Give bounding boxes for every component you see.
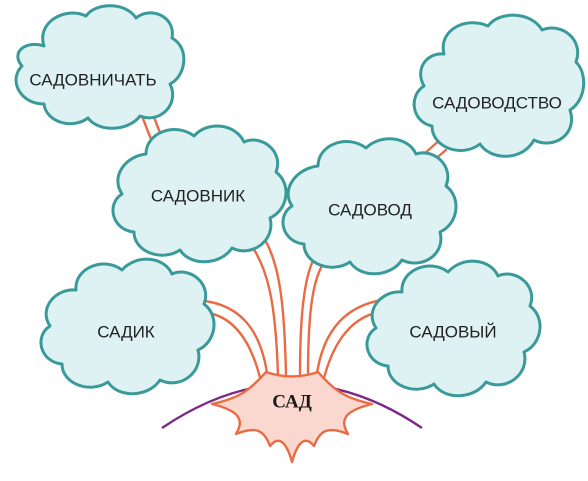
root-label: САД [272,392,312,413]
cloud-sadovodstvo: САДОВОДСТВО [412,13,586,158]
cloud-sadovod: САДОВОД [281,137,458,276]
root-shape [210,370,374,464]
cloud-label: САДОВНИЧАТЬ [29,71,156,90]
cloud-sadik: САДИК [39,257,216,396]
cloud-sadovnik: САДОВНИК [111,124,288,264]
cloud-label: САДОВЫЙ [409,323,496,342]
cloud-sadovyi: САДОВЫЙ [365,259,542,398]
cloud-shape [281,137,458,276]
cloud-shape [111,124,288,264]
cloud-label: САДОВОДСТВО [432,94,562,113]
cloud-label: САДОВОД [328,201,412,220]
cloud-shape [39,257,216,396]
cloud-shape [365,259,542,398]
cloud-shape [14,4,186,130]
cloud-label: САДИК [97,323,155,342]
cloud-label: САДОВНИК [151,187,245,206]
cloud-shape [412,13,586,158]
root-node: САД [210,370,374,464]
cloud-sadovnichat: САДОВНИЧАТЬ [14,4,186,130]
